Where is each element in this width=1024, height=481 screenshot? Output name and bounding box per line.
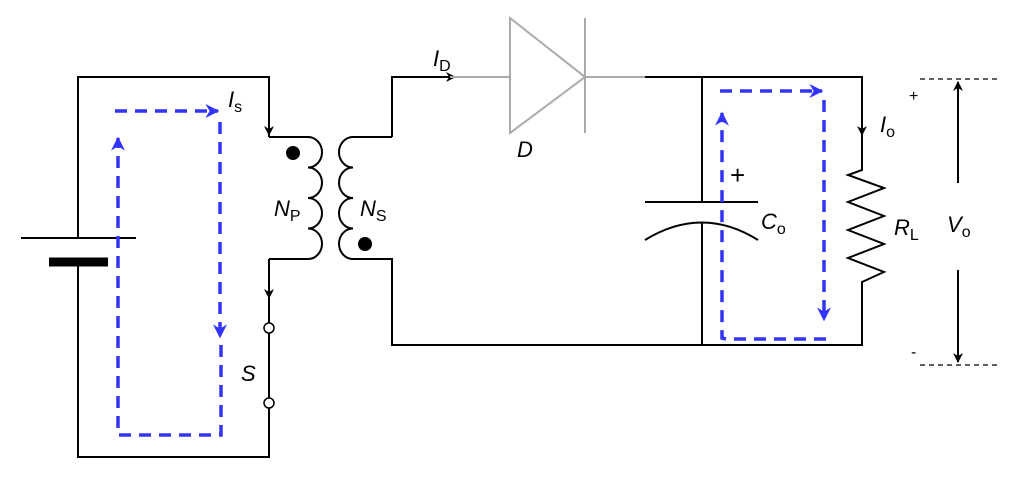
secondary-circuit: [338, 15, 1000, 366]
primary-current-path: [111, 104, 227, 437]
is-label: Is: [228, 87, 242, 116]
io-arrow: [645, 76, 867, 136]
rl-label: RL: [894, 215, 919, 244]
id-label: ID: [433, 46, 451, 75]
vo-plus: +: [909, 88, 918, 105]
vo-minus: -: [911, 344, 916, 361]
vo-label: Vo: [947, 212, 971, 241]
switch: [263, 322, 275, 409]
ns-label: NS: [360, 196, 387, 225]
diode-label: D: [517, 137, 533, 162]
primary-winding: [269, 136, 323, 260]
vo-indicator: [920, 78, 1000, 366]
capacitor-plus: +: [730, 160, 745, 190]
primary-circuit: [21, 76, 323, 458]
secondary-dot: [358, 237, 372, 251]
io-label: Io: [880, 112, 895, 141]
id-arrow: [391, 72, 456, 137]
diode: [509, 15, 587, 135]
capacitor: [644, 77, 759, 345]
resistor: [845, 133, 887, 292]
switch-label: S: [241, 361, 256, 386]
primary-dot: [286, 146, 300, 160]
secondary-current-path: [715, 84, 831, 341]
co-label: Co: [761, 209, 786, 238]
secondary-winding: [338, 136, 863, 346]
np-label: NP: [274, 196, 301, 225]
